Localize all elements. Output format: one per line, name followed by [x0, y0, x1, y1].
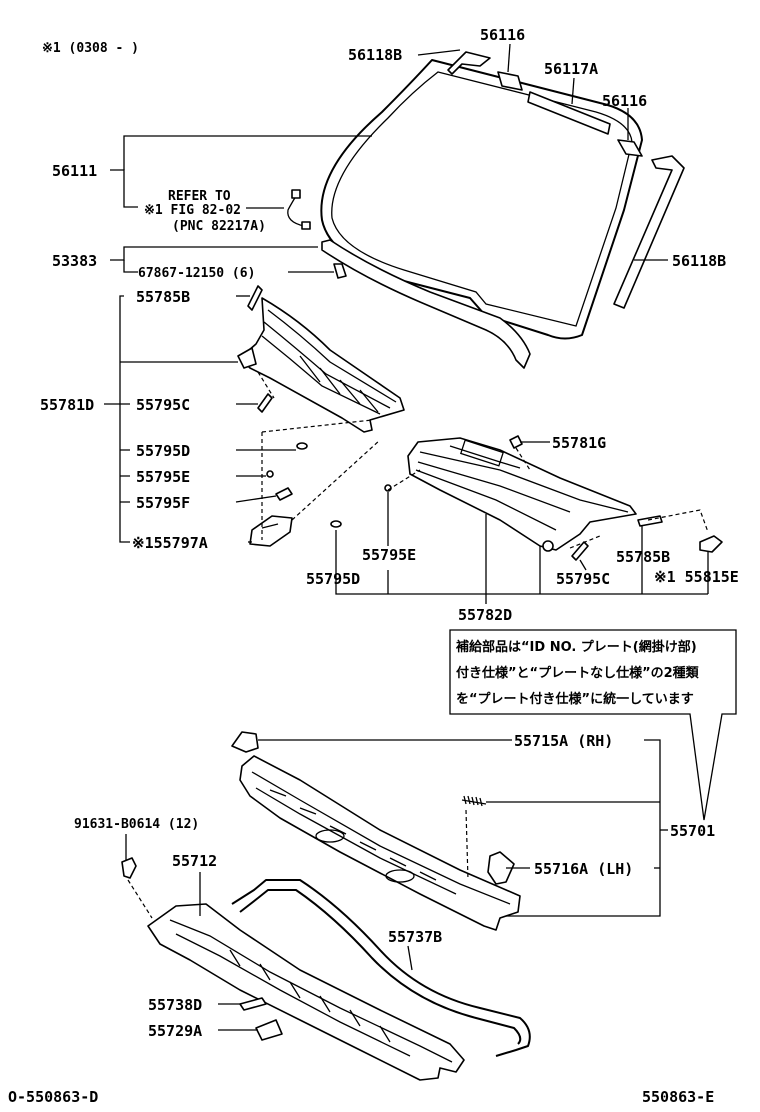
label-55795F: 55795F	[136, 494, 190, 512]
windshield-glass	[320, 59, 643, 340]
label-56117A: 56117A	[544, 60, 598, 78]
label-91631: 91631-B0614 (12)	[74, 817, 199, 832]
label-56111: 56111	[52, 162, 97, 180]
label-56118B-right: 56118B	[672, 252, 726, 270]
label-55795E-mid: 55795E	[362, 546, 416, 564]
label-55795D-mid: 55795D	[306, 570, 360, 588]
labels: ※1 (0308 - ) 56118B 56116 56117A 56116 5…	[8, 26, 739, 1106]
molding-56118B-right	[613, 155, 685, 309]
label-refer-to: REFER TO	[168, 189, 231, 204]
clip-55795D-mid	[330, 520, 342, 528]
label-55795C-left: 55795C	[136, 396, 190, 414]
cowl-louver-rh	[407, 437, 637, 552]
label-55795C-right: 55795C	[556, 570, 610, 588]
clip-56116-top	[497, 71, 523, 91]
label-55738D: 55738D	[148, 996, 202, 1014]
label-67867: 67867-12150 (6)	[138, 266, 255, 281]
label-55781D: 55781D	[40, 396, 94, 414]
label-55797A: ※155797A	[132, 534, 208, 552]
label-55701: 55701	[670, 822, 715, 840]
clip-55795E-left	[266, 470, 274, 478]
seal-55795C-right	[571, 541, 589, 561]
seal-55795F	[275, 487, 293, 501]
callout-note: 補給部品は“ID NO. プレート(網掛け部) 付き仕様”と“プレートなし仕様”…	[449, 629, 737, 821]
bracket-55715A	[231, 731, 259, 753]
molding-56118B-top	[447, 51, 491, 75]
seal-55738D	[239, 997, 267, 1011]
footer-right: 550863-E	[642, 1088, 714, 1106]
sensor-wire	[287, 189, 311, 230]
label-55795E-left: 55795E	[136, 468, 190, 486]
label-fig: ※1 FIG 82-02	[144, 203, 241, 218]
label-56116-right: 56116	[602, 92, 647, 110]
header-note: ※1 (0308 - )	[42, 41, 139, 56]
bolt-91631	[121, 857, 137, 879]
dam-53383	[321, 239, 531, 369]
label-55729A: 55729A	[148, 1022, 202, 1040]
clip-56116-right	[617, 139, 643, 157]
label-55795D-left: 55795D	[136, 442, 190, 460]
callout-line-3: を“プレート付き仕様”に統一しています	[456, 691, 694, 707]
clip-55795D-left	[296, 442, 308, 450]
label-55815E: ※1 55815E	[654, 568, 739, 586]
label-55785B-right: 55785B	[616, 548, 670, 566]
callout-line-2: 付き仕様”と“プレートなし仕様”の2種類	[456, 665, 700, 681]
label-pnc: (PNC 82217A)	[172, 219, 266, 234]
footer-left: O-550863-D	[8, 1088, 98, 1106]
callout-line-1: 補給部品は“ID NO. プレート(網掛け部)	[455, 639, 697, 655]
label-53383: 53383	[52, 252, 97, 270]
label-56116-top: 56116	[480, 26, 525, 44]
label-55781G: 55781G	[552, 434, 606, 452]
label-55715A: 55715A (RH)	[514, 732, 613, 750]
cowl-top-panel	[239, 755, 521, 931]
seal-55795C-left	[257, 393, 273, 413]
clip-67867	[333, 263, 347, 279]
label-55716A: 55716A (LH)	[534, 860, 633, 878]
hood-seal-55737B	[231, 879, 531, 1057]
cowl-panel-55712	[147, 903, 465, 1081]
seal-55729A	[255, 1019, 283, 1041]
bracket-55797A	[249, 515, 293, 547]
leader-lines	[104, 43, 709, 1031]
label-55737B: 55737B	[388, 928, 442, 946]
label-56118B-top: 56118B	[348, 46, 402, 64]
clip-55781G	[509, 435, 523, 449]
label-55712: 55712	[172, 852, 217, 870]
molding-56117A	[527, 91, 611, 135]
label-55785B-left: 55785B	[136, 288, 190, 306]
cowl-louver-lh	[237, 285, 405, 433]
label-55782D: 55782D	[458, 606, 512, 624]
bracket-55716A	[487, 851, 515, 885]
bracket-55815E	[699, 535, 723, 553]
spring-part	[461, 795, 487, 807]
